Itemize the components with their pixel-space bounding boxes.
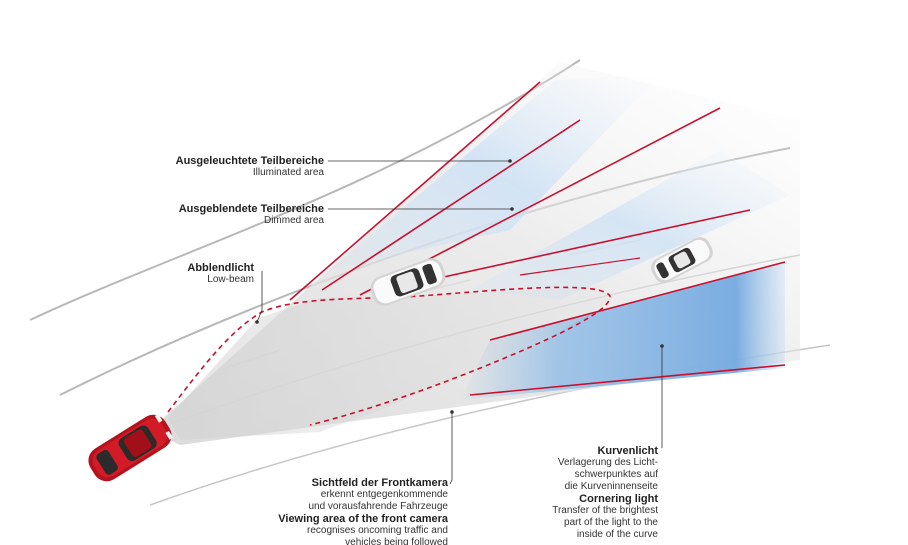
label-cornering-de-desc-2: schwerpunktes auf (574, 469, 658, 480)
label-camera-de-desc-2: und vorausfahrende Fahrzeuge (308, 501, 448, 512)
label-camera-en-desc-2: vehicles being followed (345, 537, 448, 545)
leader-illuminated-dot (508, 159, 512, 163)
illuminated-area-upper (330, 75, 660, 270)
beam-line-5 (489, 261, 786, 341)
label-cornering-de: Kurvenlicht (597, 445, 658, 457)
beam-line-1 (289, 81, 541, 301)
leader-camera-dot (450, 410, 454, 414)
label-cornering-en-desc-1: Transfer of the brightest (552, 505, 658, 516)
label-cornering-en-desc-2: part of the light to the (564, 517, 658, 528)
label-camera-de: Sichtfeld der Frontkamera (311, 477, 448, 489)
leader-dimmed-dot (510, 207, 514, 211)
leader-cornering-dot (660, 344, 664, 348)
label-dimmed-de: Ausgeblendete Teilbereiche (178, 203, 324, 215)
beam-line-2 (321, 119, 581, 291)
beam-lines (289, 81, 786, 396)
illuminated-area-middle (470, 150, 790, 300)
oncoming-white-car-icon (370, 258, 446, 306)
beam-line-6 (469, 364, 786, 396)
leader-camera (449, 412, 453, 485)
label-low-beam: Abblendlicht Low-beam (187, 262, 254, 286)
label-illuminated-de: Ausgeleuchtete Teilbereiche (175, 155, 324, 167)
red-car-icon (88, 413, 174, 482)
preceding-white-car-icon (651, 237, 713, 283)
label-cornering-de-desc-3: die Kurveninnenseite (564, 481, 658, 492)
label-cornering-light: Kurvenlicht Verlagerung des Licht- schwe… (552, 445, 658, 541)
label-lowbeam-de: Abblendlicht (187, 262, 254, 274)
label-illuminated-en: Illuminated area (252, 167, 324, 178)
label-dimmed-area: Ausgeblendete Teilbereiche Dimmed area (179, 203, 324, 227)
leader-lines (255, 159, 664, 485)
label-lowbeam-en: Low-beam (207, 274, 254, 285)
beam-line-4 (429, 209, 751, 281)
leader-lowbeam (256, 271, 263, 323)
label-illuminated-area: Ausgeleuchtete Teilbereiche Illuminated … (176, 155, 324, 179)
label-dimmed-en: Dimmed area (263, 215, 324, 226)
label-camera-en-desc-1: recognises oncoming traffic and (306, 525, 448, 536)
label-front-camera: Sichtfeld der Frontkamera erkennt entgeg… (278, 477, 448, 545)
beam-line-7 (519, 257, 641, 276)
road-edge-outer (29, 59, 581, 321)
cornering-light-area (460, 262, 785, 400)
label-camera-de-desc-1: erkennt entgegenkommende (320, 489, 448, 500)
camera-view-area (168, 286, 610, 440)
label-camera-en: Viewing area of the front camera (278, 513, 448, 525)
label-cornering-en: Cornering light (579, 493, 658, 505)
leader-lowbeam-dot (255, 320, 259, 324)
label-cornering-en-desc-3: inside of the curve (576, 529, 658, 540)
label-cornering-de-desc-1: Verlagerung des Licht- (557, 457, 658, 468)
